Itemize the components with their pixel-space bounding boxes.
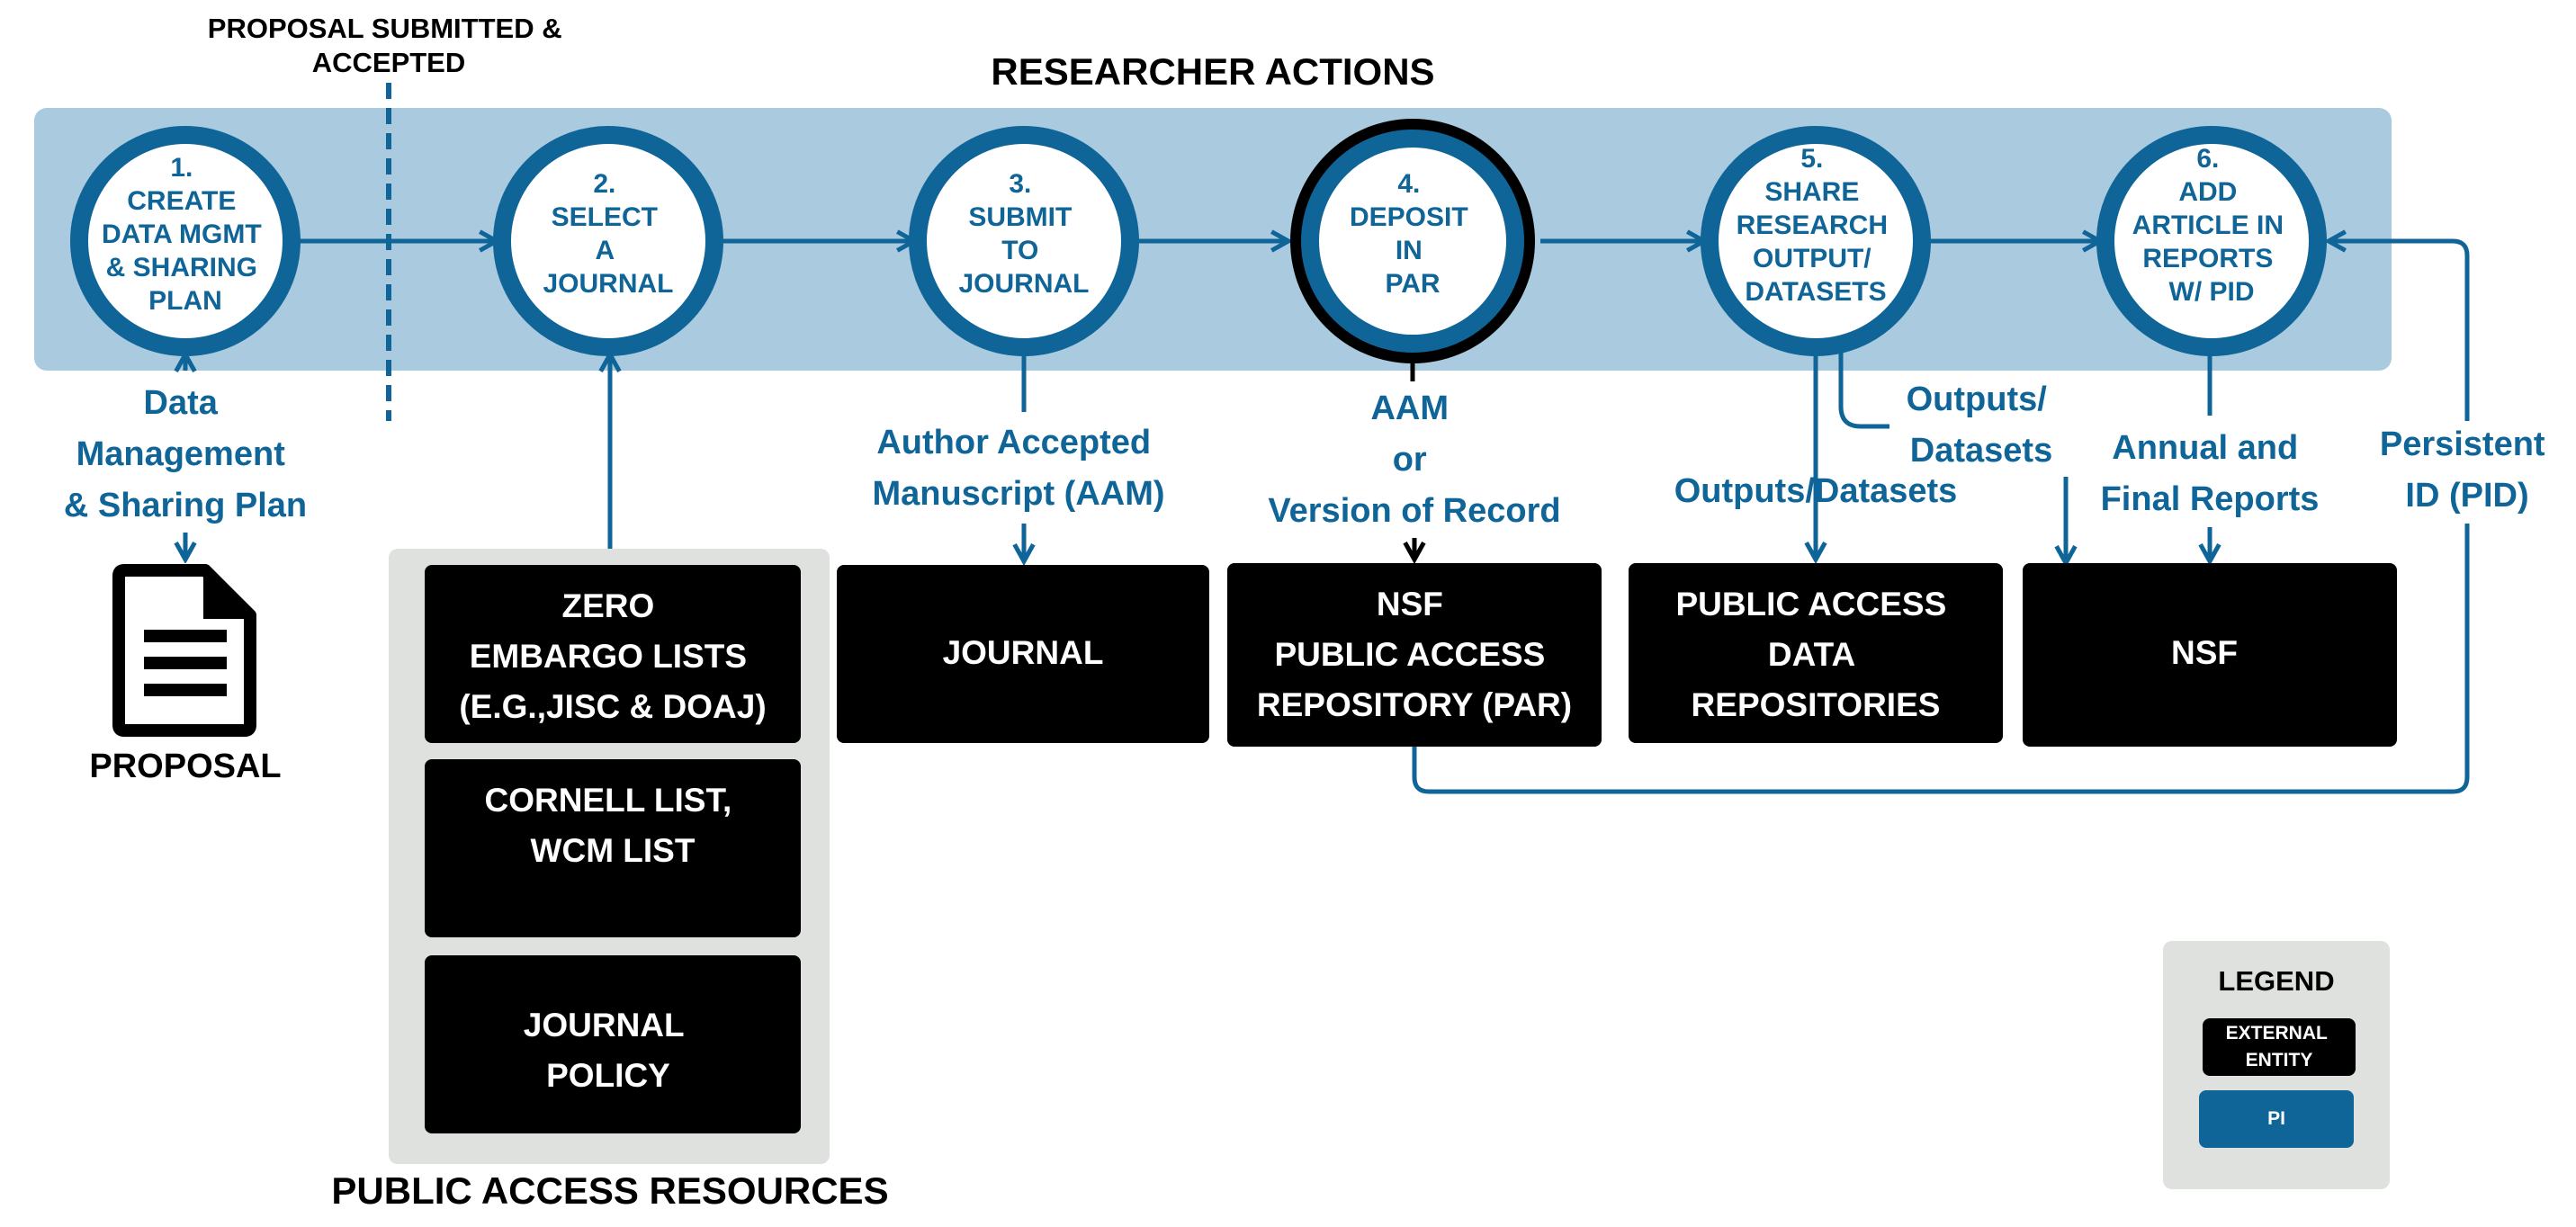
svg-text:JOURNAL POLICY: JOURNAL POLICY xyxy=(524,1007,693,1094)
step-1-circle[interactable]: 1. CREATE DATA MGMT & SHARING PLAN xyxy=(70,126,301,356)
document-icon xyxy=(112,564,256,737)
dmsp-label: Data Management & Sharing Plan xyxy=(64,384,307,524)
step-2-circle[interactable]: 2. SELECT A JOURNAL xyxy=(493,126,723,356)
researcher-actions-title: RESEARCHER ACTIONS xyxy=(991,50,1434,93)
resource-journal-policy[interactable]: JOURNAL POLICY xyxy=(425,955,801,1133)
svg-text:EXTERNAL ENTITY: EXTERNAL ENTITY xyxy=(2226,1023,2333,1070)
outputs-datasets-split-label: Outputs/ Datasets xyxy=(1907,381,2057,470)
legend-pi-swatch xyxy=(2199,1090,2354,1148)
legend: LEGEND EXTERNAL ENTITY PI xyxy=(2163,941,2390,1189)
entity-data-repositories[interactable]: PUBLIC ACCESS DATA REPOSITORIES xyxy=(1629,563,2003,743)
svg-text:CORNELL LIST, WCM LIST: CORNELL LIST, WCM LIST xyxy=(484,782,740,869)
persistent-id-label: Persistent ID (PID) xyxy=(2380,425,2554,515)
pid-return-loop xyxy=(1412,524,2470,794)
entity-journal[interactable]: JOURNAL xyxy=(837,565,1209,743)
entity-nsf[interactable]: NSF xyxy=(2023,563,2397,747)
public-access-resources-title: PUBLIC ACCESS RESOURCES xyxy=(331,1169,888,1212)
resource-cornell-list[interactable]: CORNELL LIST, WCM LIST xyxy=(425,759,801,937)
svg-text:5. SHARE RESEARCH: 5. SHARE RESEARCH OUTPUT/ DATASETS xyxy=(1737,144,1896,307)
svg-text:3. SUBMIT TO: 3. SUBMIT TO JOURNAL xyxy=(958,169,1089,299)
step-4-circle[interactable]: 4. DEPOSIT IN PAR xyxy=(1290,119,1535,363)
pid-to-step-6-arrow xyxy=(2329,241,2470,421)
aam-label: Author Accepted Manuscript (AAM) xyxy=(872,424,1164,513)
resource-zero-embargo[interactable]: ZERO EMBARGO LISTS (E.G.,JISC & DOAJ) xyxy=(425,565,801,743)
step-6-circle[interactable]: 6. ADD ARTICLE IN REPORTS W/ PID xyxy=(2096,126,2327,356)
proposal-submitted-label: PROPOSAL SUBMITTED & ACCEPTED xyxy=(208,13,570,78)
step-3-circle[interactable]: 3. SUBMIT TO JOURNAL xyxy=(909,126,1139,356)
svg-text:ZERO EMBARGO LISTS: ZERO EMBARGO LISTS (E.G.,JISC & DOAJ) xyxy=(459,587,766,725)
svg-text:NSF PUBLIC ACCESS: NSF PUBLIC ACCESS REPOSITORY (PAR) xyxy=(1257,586,1572,723)
svg-text:LEGEND: LEGEND xyxy=(2218,965,2334,997)
step-5-circle[interactable]: 5. SHARE RESEARCH OUTPUT/ DATASETS xyxy=(1701,126,1931,356)
proposal-label: PROPOSAL xyxy=(89,748,281,785)
aam-or-vor-label: AAM or Version of Record xyxy=(1268,390,1560,530)
outputs-datasets-label: Outputs/Datasets xyxy=(1674,472,1958,510)
svg-text:JOURNAL: JOURNAL xyxy=(943,634,1104,671)
annual-final-reports-label: Annual and Final Reports xyxy=(2101,429,2320,518)
svg-text:PI: PI xyxy=(2267,1108,2285,1129)
step-5-to-outputs-label-connector xyxy=(1838,353,1889,429)
svg-text:NSF: NSF xyxy=(2171,634,2238,671)
svg-text:4. DEPOSIT IN: 4. DEPOSIT IN PAR xyxy=(1350,169,1476,299)
svg-text:1. CREATE DATA MGM: 1. CREATE DATA MGMT & SHARING PLAN xyxy=(102,153,269,316)
svg-text:2. SELECT A: 2. SELECT A JOURNAL xyxy=(543,169,673,299)
entity-nsf-par[interactable]: NSF PUBLIC ACCESS REPOSITORY (PAR) xyxy=(1227,563,1602,747)
svg-text:6. ADD ARTICLE IN: 6. ADD ARTICLE IN REPORTS W/ PID xyxy=(2132,144,2292,307)
legend-external-entity-swatch xyxy=(2203,1018,2356,1076)
svg-text:PUBLIC ACCESS DATA: PUBLIC ACCESS DATA REPOSITORIES xyxy=(1675,586,1955,723)
